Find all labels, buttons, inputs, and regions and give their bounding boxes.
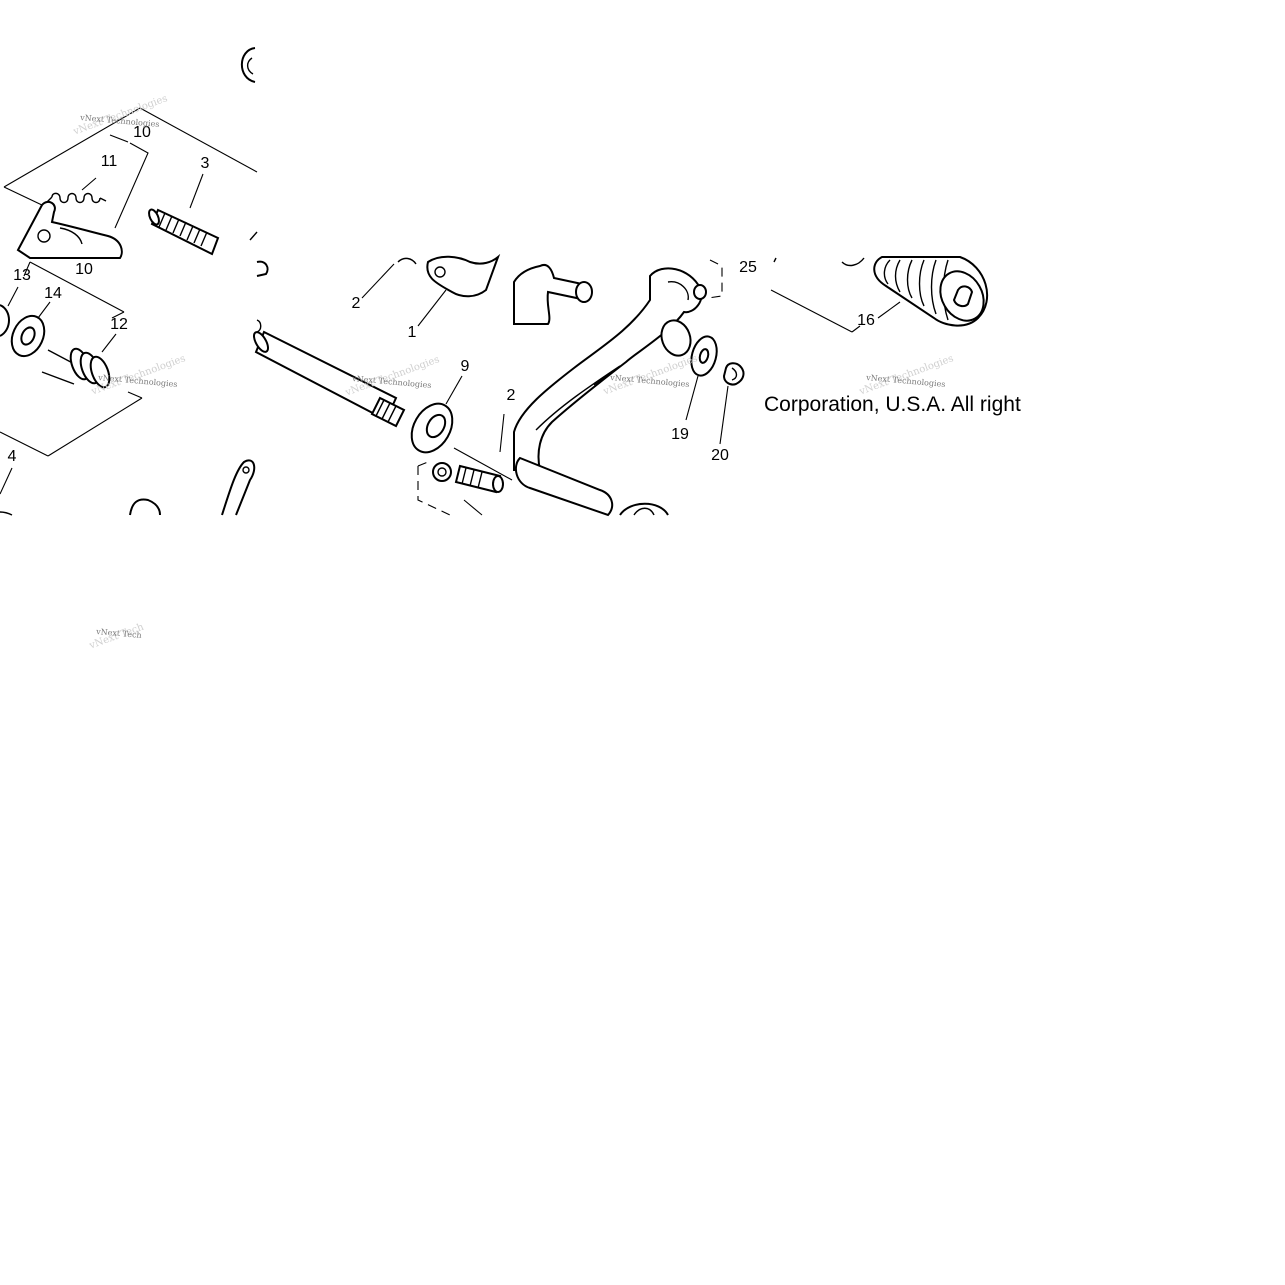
shift-arm-part [16,201,123,259]
callout-c19: 19 [671,426,689,443]
tile-middle-drawing [253,253,513,516]
callout-c9: 9 [461,358,470,375]
callout-c10a: 10 [133,124,151,141]
oil-seal-9-part [410,375,463,454]
callout-c1: 1 [408,324,417,341]
screw-part [129,498,161,516]
tile-far-right-drawing [770,256,988,333]
stud-3-part [148,173,220,256]
lever-part [221,459,256,516]
tile-right-drawing [513,259,745,517]
callout-c11: 11 [101,153,118,170]
bolt-part [432,462,504,494]
washer-19-part [685,335,718,421]
callout-c12: 12 [110,316,128,333]
bracket-1-part [426,253,501,298]
clip-20-part [719,362,745,445]
callout-c4: 4 [8,448,17,465]
callout-c16: 16 [857,312,875,329]
callout-c2: 2 [352,295,361,312]
callout-c3: 3 [201,155,210,172]
circlip-part [240,47,256,83]
callout-c25: 25 [739,259,757,276]
tile-left-drawing [0,47,258,516]
watermark-text: vNext Tech [95,627,142,640]
copyright-text: Corporation, U.S.A. All right [764,393,1021,416]
callout-c10b: 10 [75,261,93,278]
callout-c14: 14 [44,285,62,302]
callout-c20: 20 [711,447,729,464]
spring-11-part [45,192,107,204]
spring-12-part [41,333,117,389]
callout-c13: 13 [13,267,31,284]
washer-14-part [10,301,51,358]
pedal-rubber-16-part [873,256,988,327]
callout-c2b: 2 [507,387,516,404]
shift-shaft-part [253,330,406,428]
